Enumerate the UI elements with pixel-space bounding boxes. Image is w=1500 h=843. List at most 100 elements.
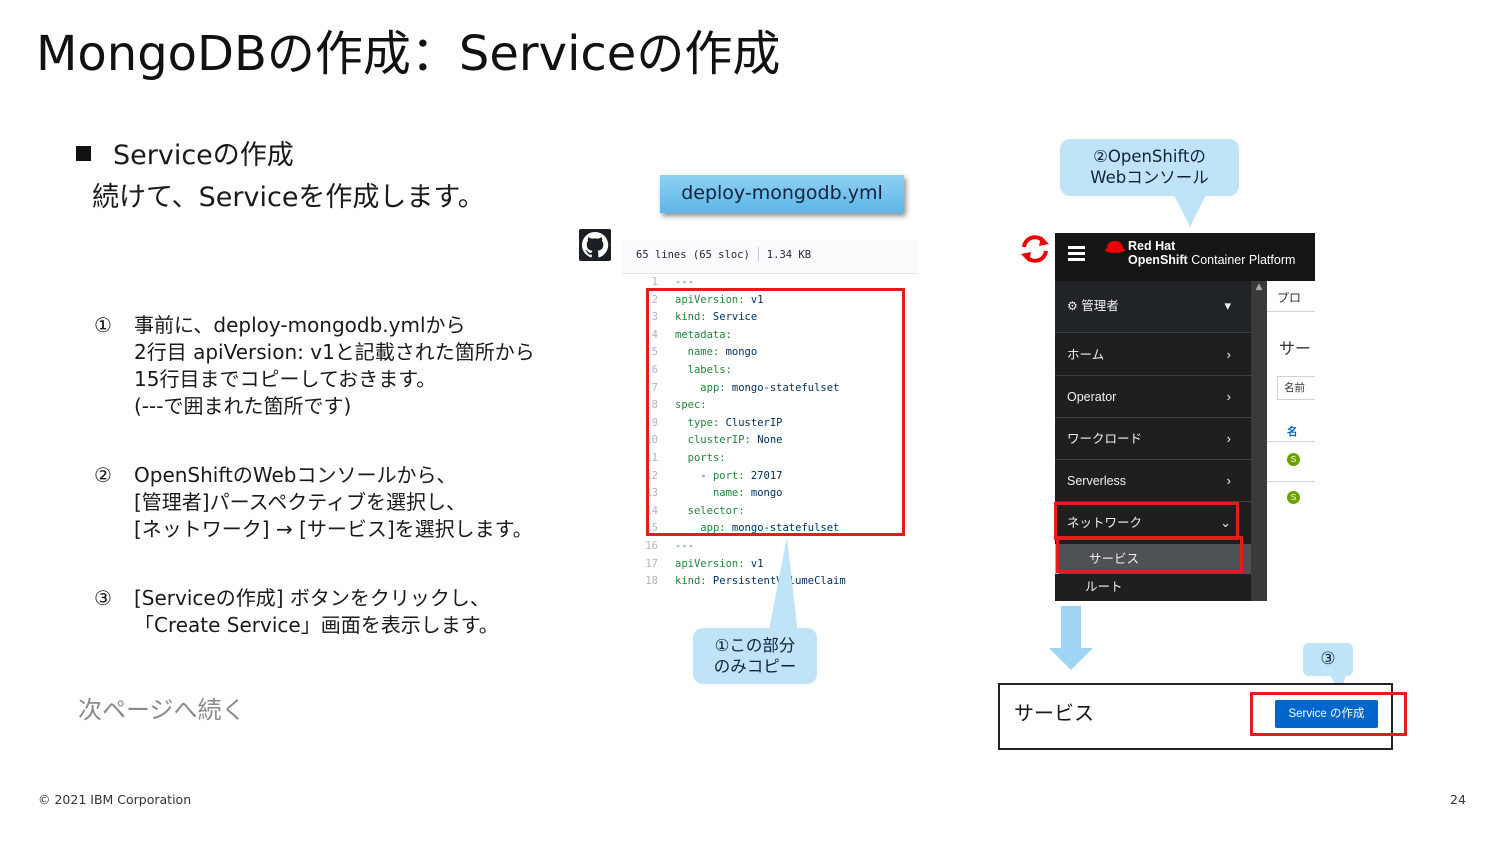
yaml-key: labels: — [687, 364, 732, 376]
brand-openshift: OpenShift — [1128, 253, 1188, 267]
nav-item-networking[interactable]: ネットワーク⌄ — [1055, 502, 1251, 544]
brand-redhat: Red Hat — [1128, 239, 1176, 253]
callout-line: ①この部分 — [714, 636, 796, 655]
callout-line: Webコンソール — [1090, 168, 1209, 187]
chevron-right-icon: › — [1226, 389, 1231, 404]
code-line: 15 app: mongo-statefulset — [622, 520, 839, 538]
service-badge: S — [1287, 491, 1300, 504]
line-number: 18 — [645, 575, 658, 588]
brand-cp: Container Platform — [1187, 253, 1296, 267]
nav-item-operator[interactable]: Operator› — [1055, 376, 1251, 418]
yaml-key: kind: — [675, 575, 707, 588]
bullet-heading-text: Serviceの作成 — [113, 140, 294, 171]
code-line: 7 app: mongo-statefulset — [622, 380, 840, 398]
line-number: 2 — [651, 293, 658, 306]
file-meta: 65 lines (65 sloc) 1.34 KB — [622, 240, 918, 274]
subnav-item-services[interactable]: サービス — [1055, 544, 1251, 574]
line-number: 6 — [651, 364, 658, 376]
copyright-footer: © 2021 IBM Corporation — [38, 792, 192, 807]
chevron-right-icon: › — [1226, 431, 1231, 446]
nav-label: ホーム — [1067, 348, 1105, 362]
line-number: 8 — [651, 399, 658, 412]
yaml-key: port: — [712, 469, 745, 482]
yaml-key: --- — [675, 540, 694, 552]
continue-note: 次ページへ続く — [78, 696, 246, 724]
service-badge: S — [1287, 453, 1300, 466]
callout-pointer — [1174, 195, 1206, 227]
code-line: 4 metadata: — [622, 327, 732, 345]
step-line: [ネットワーク] → [サービス]を選択します。 — [134, 517, 533, 541]
nav-item-home[interactable]: ホーム › — [1055, 334, 1251, 376]
nav-item-workloads[interactable]: ワークロード› — [1055, 418, 1251, 460]
intro-text: 続けて、Serviceを作成します。 — [92, 182, 485, 213]
line-count: 65 lines (65 sloc) — [636, 249, 750, 261]
redhat-logo — [1105, 241, 1125, 253]
yaml-value: ClusterIP — [719, 416, 783, 429]
step3-callout: ③ — [1303, 643, 1353, 676]
perspective-label: 管理者 — [1081, 299, 1119, 313]
nav-label: サービス — [1089, 552, 1140, 566]
brand-product: OpenShift Container Platform — [1128, 253, 1295, 267]
services-highlight — [1056, 536, 1243, 573]
create-service-button[interactable]: Service の作成 — [1275, 700, 1378, 728]
hamburger-icon[interactable] — [1068, 246, 1085, 261]
gear-icon: ⚙ — [1067, 299, 1078, 313]
code-line: 6 labels: — [622, 362, 732, 380]
step-line: [管理者]パースペクティブを選択し、 — [134, 490, 467, 514]
code-line: 9 type: ClusterIP — [622, 415, 783, 433]
scrollbar[interactable]: ▲ — [1251, 281, 1267, 601]
yaml-key: apiVersion: — [675, 293, 745, 306]
perspective-switcher[interactable]: ⚙ 管理者 ▾ — [1055, 281, 1251, 333]
yaml-key: metadata: — [675, 328, 732, 341]
line-number: 7 — [651, 381, 658, 394]
subnav-item-routes[interactable]: ルート — [1055, 574, 1251, 601]
file-size: 1.34 KB — [766, 249, 812, 261]
nav-item-serverless[interactable]: Serverless› — [1055, 460, 1251, 502]
slide-title: MongoDBの作成：Serviceの作成 — [36, 26, 781, 82]
filename-label: deploy-mongodb.yml — [660, 175, 904, 213]
copy-highlight-box — [646, 288, 905, 536]
project-fragment: プロ — [1277, 291, 1302, 305]
chevron-right-icon: › — [1226, 347, 1231, 362]
step-line: OpenShiftのWebコンソールから、 — [134, 463, 457, 487]
web-console-callout: ②OpenShiftの Webコンソール — [1060, 139, 1239, 196]
line-number: 17 — [645, 557, 658, 570]
bullet-heading: Serviceの作成 — [76, 138, 294, 174]
yaml-value: None — [750, 434, 783, 447]
heading-fragment: サー — [1279, 341, 1312, 358]
step-number: ③ — [94, 586, 112, 610]
yaml-value: mongo-statefulset — [725, 522, 840, 535]
callout-line: のみコピー — [713, 657, 797, 676]
line-number: 4 — [651, 328, 658, 341]
yaml-key: apiVersion: — [675, 557, 745, 570]
yaml-value: mongo-statefulset — [725, 381, 840, 394]
yaml-key: clusterIP: — [687, 434, 751, 447]
code-line: 5 name: mongo — [622, 344, 758, 362]
yaml-value: Service — [706, 311, 758, 324]
arrow-down-icon — [1049, 606, 1093, 670]
networking-highlight — [1054, 502, 1239, 540]
chevron-down-icon: ⌄ — [1220, 515, 1231, 530]
yaml-key: app: — [700, 522, 726, 535]
line-number: 9 — [651, 416, 658, 429]
scroll-up-icon[interactable]: ▲ — [1255, 282, 1263, 292]
filter-fragment[interactable]: 名前 — [1277, 376, 1315, 400]
yaml-value: 27017 — [744, 469, 783, 482]
yaml-key: kind: — [675, 311, 707, 324]
step-line: (---で囲まれた箇所です) — [134, 394, 352, 418]
step-number: ① — [94, 313, 112, 337]
yaml-key: name: — [687, 346, 720, 359]
yaml-value: mongo — [744, 487, 783, 500]
nav-label: ルート — [1085, 580, 1123, 594]
callout-pointer — [768, 537, 798, 635]
caret-down-icon: ▾ — [1224, 298, 1231, 313]
line-number: 16 — [645, 540, 658, 552]
yaml-key: ports: — [687, 452, 726, 464]
chevron-right-icon: › — [1226, 473, 1231, 488]
code-line: 10 clusterIP: None — [622, 432, 782, 450]
step-line: 「Create Service」画面を表示します。 — [134, 613, 499, 637]
step-line: [Serviceの作成] ボタンをクリックし、 — [134, 586, 490, 610]
page-number: 24 — [1450, 792, 1466, 807]
